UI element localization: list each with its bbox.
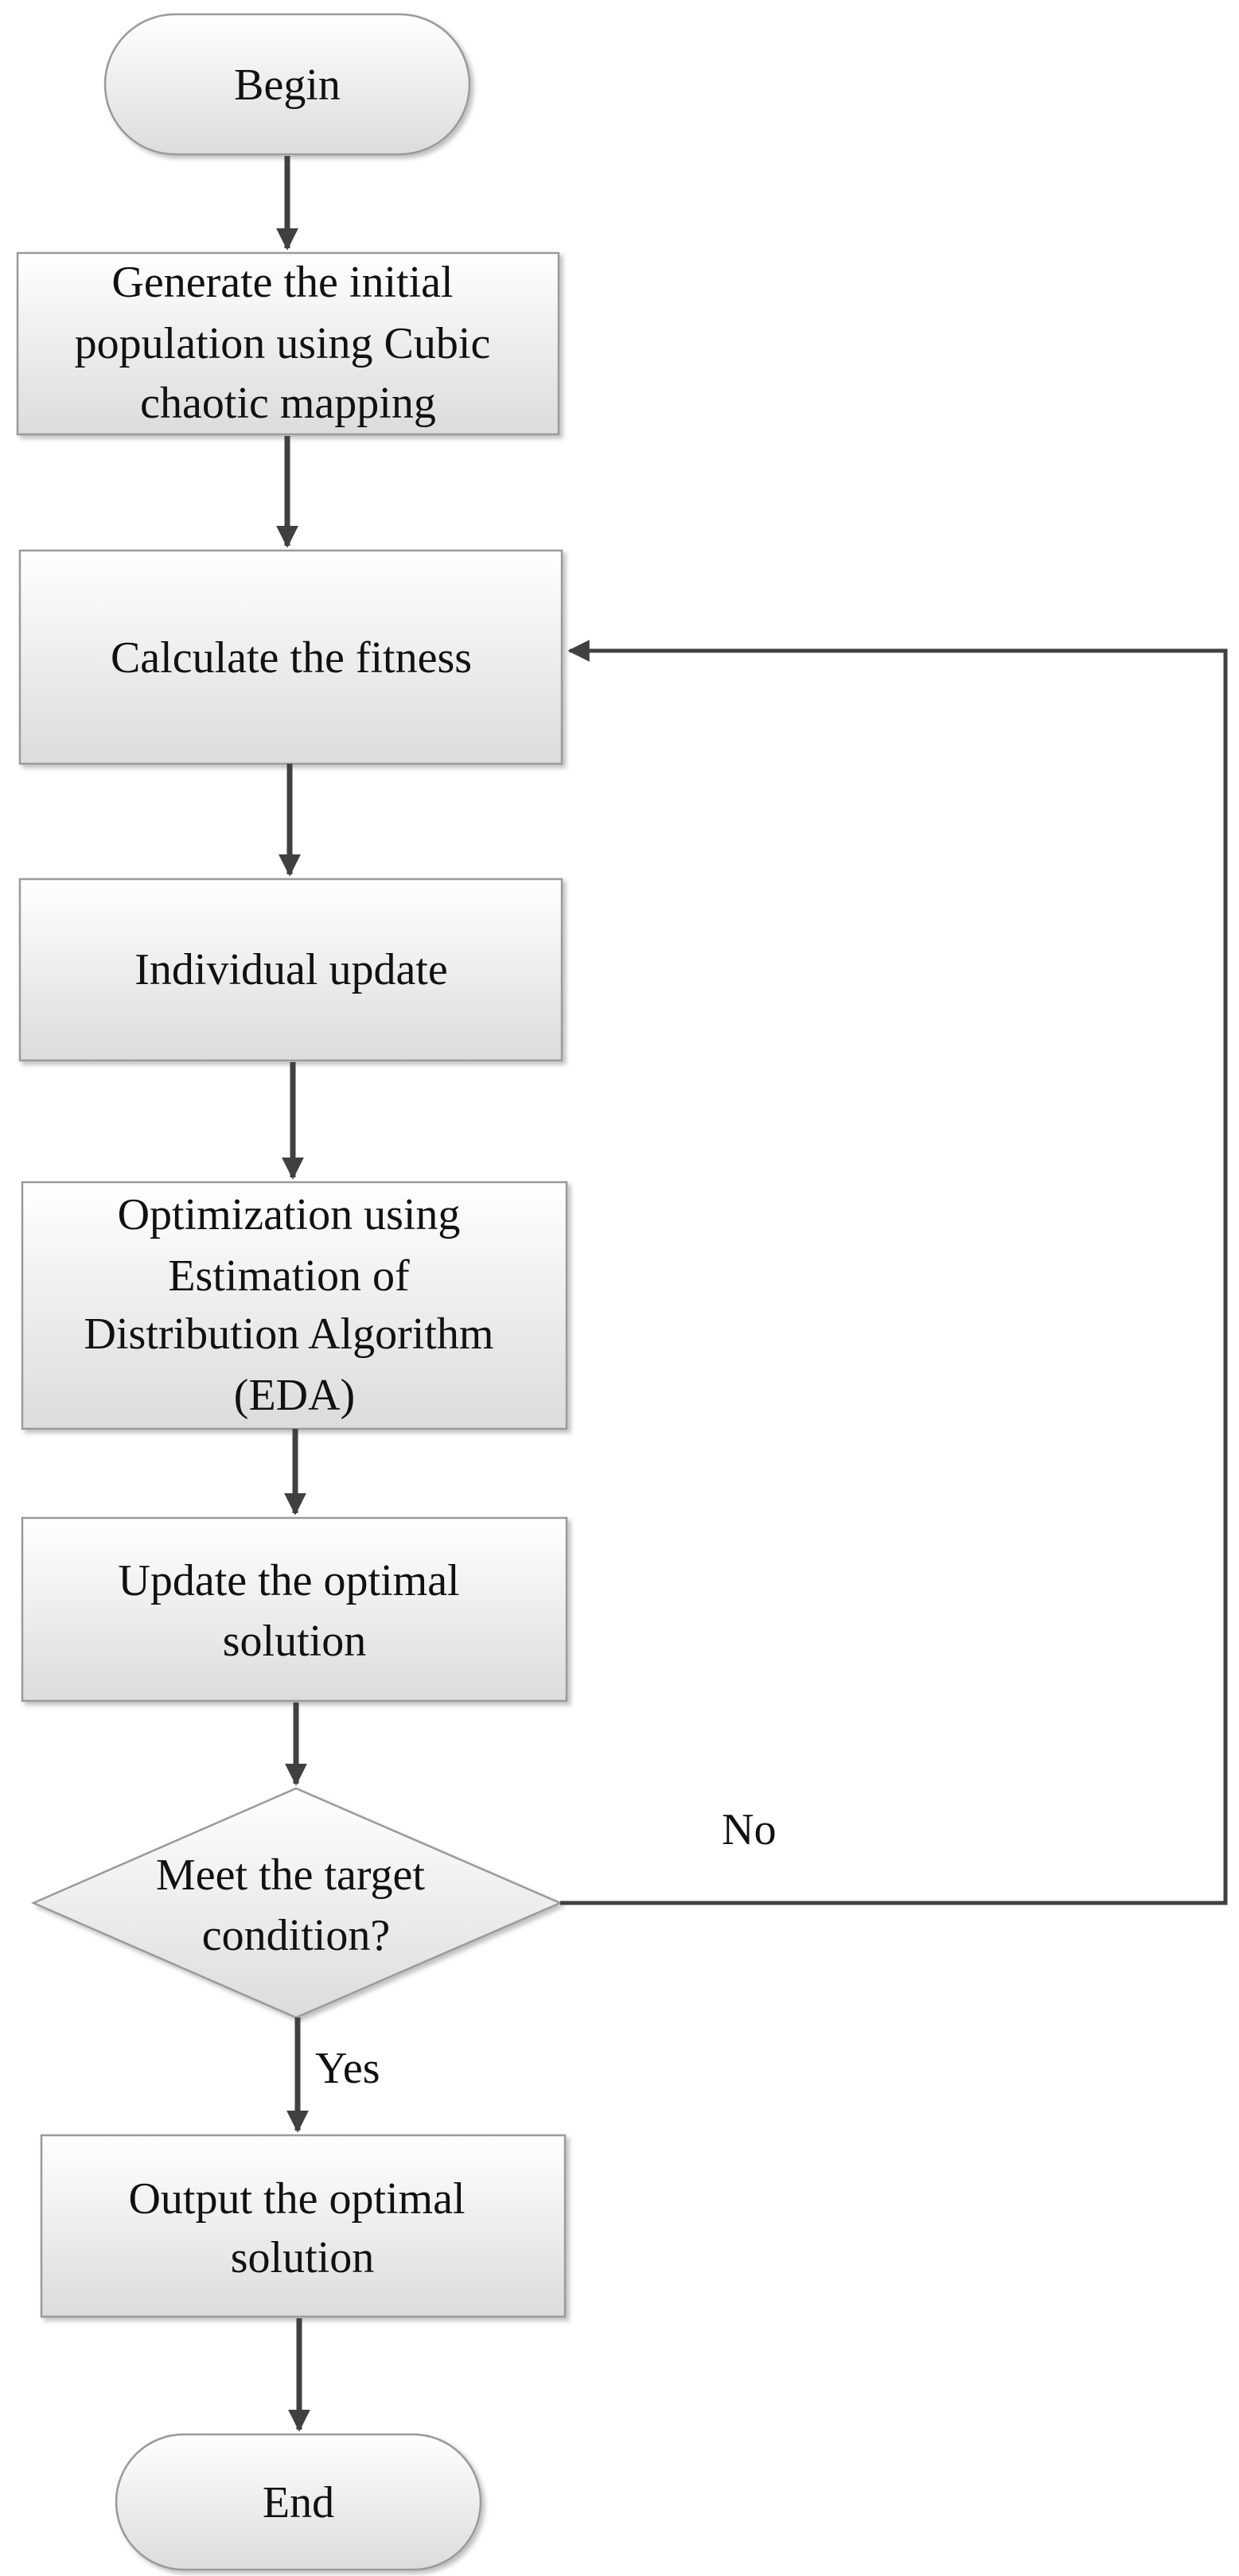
step-calculate-fitness: Calculate the fitness <box>18 549 563 765</box>
step-generate-population: Generate the initial population using Cu… <box>16 251 560 436</box>
step-eda-optimization: Optimization using Estimation of Distrib… <box>21 1181 568 1430</box>
svg-text:Update the optimal solut: Update the optimal solution <box>118 1556 470 1666</box>
step-generate-population-line-3: chaotic mapping <box>140 379 436 428</box>
step-eda-line-4: (EDA) <box>234 1371 355 1420</box>
step-generate-population-line-2: population using Cubic <box>75 319 491 368</box>
step-individual-update: Individual update <box>18 877 563 1062</box>
svg-text:Meet the target conditio: Meet the target condition? <box>156 1850 436 1960</box>
step-update-optimal-line-2: solution <box>223 1617 366 1666</box>
svg-text:Calculate the fitness: Calculate the fitness <box>111 633 472 683</box>
step-output-optimal-line-2: solution <box>231 2233 374 2282</box>
arrow-decision-no-loop-back <box>560 640 1228 1905</box>
svg-text:Generate the initial pop: Generate the initial population using Cu… <box>75 258 502 428</box>
step-calculate-fitness-line-1: Calculate the fitness <box>111 633 472 683</box>
step-generate-population-line-1: Generate the initial <box>111 258 453 307</box>
decision-target-condition: Meet the target condition? <box>30 1787 563 2019</box>
step-update-optimal: Update the optimal solution <box>21 1516 568 1702</box>
svg-text:Individual update: Individual update <box>134 945 447 994</box>
svg-text:Output the optimal solut: Output the optimal solution <box>128 2174 476 2282</box>
begin-node: Begin <box>103 13 471 156</box>
begin-label: Begin <box>234 60 341 110</box>
step-eda-line-2: Estimation of <box>168 1251 410 1301</box>
step-eda-line-1: Optimization using <box>118 1190 461 1239</box>
end-node: End <box>115 2433 482 2571</box>
step-individual-update-line-1: Individual update <box>134 945 447 994</box>
step-output-optimal: Output the optimal solution <box>40 2134 567 2318</box>
decision-line-2: condition? <box>202 1911 390 1960</box>
step-update-optimal-line-1: Update the optimal <box>118 1556 459 1605</box>
edge-label-no: No <box>722 1805 776 1854</box>
edge-label-yes: Yes <box>315 2044 380 2093</box>
step-eda-line-3: Distribution Algorithm <box>84 1309 494 1359</box>
end-label: End <box>263 2478 334 2527</box>
svg-text:Optimization using Estim: Optimization using Estimation of Distrib… <box>84 1190 505 1420</box>
step-output-optimal-line-1: Output the optimal <box>128 2174 465 2224</box>
decision-line-1: Meet the target <box>156 1850 425 1900</box>
